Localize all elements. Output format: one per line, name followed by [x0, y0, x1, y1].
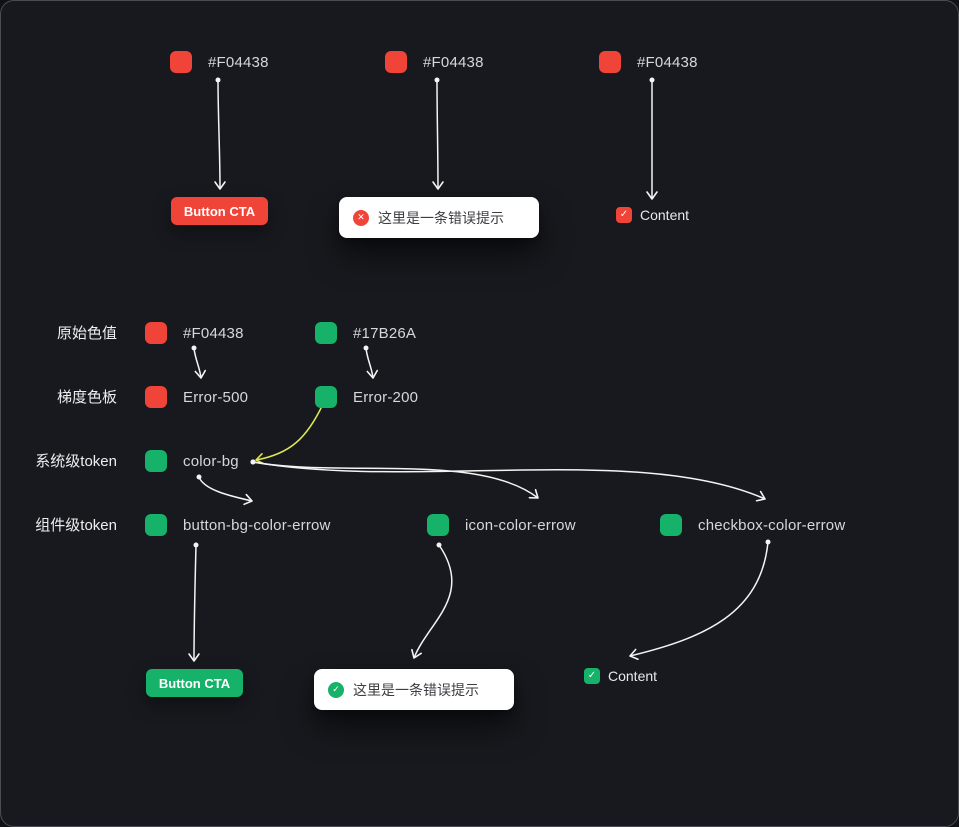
token-name: #17B26A: [353, 324, 417, 342]
checkbox-label: Content: [640, 207, 690, 223]
green-swatch-icon: [145, 514, 167, 536]
token-error-500: Error-500: [145, 386, 248, 408]
toast-message: 这里是一条错误提示: [378, 209, 504, 226]
hex-value: #F04438: [423, 53, 484, 71]
green-swatch-icon: [660, 514, 682, 536]
arrow-hex2-to-toast: [432, 77, 444, 190]
toast-message: 这里是一条错误提示: [353, 681, 479, 698]
arrow-checkbox-token-to-content: [629, 539, 771, 661]
arrow-error200-to-colorbg: [255, 401, 326, 465]
cta-button-label: Button CTA: [183, 203, 256, 219]
cta-button-red[interactable]: Button CTA: [171, 197, 268, 225]
hex-token-2: #F04438: [385, 51, 484, 73]
cta-button-label: Button CTA: [158, 675, 231, 691]
token-error-200: Error-200: [315, 386, 418, 408]
green-swatch-icon: [145, 450, 167, 472]
token-name: #F04438: [183, 324, 244, 342]
token-icon-color-errow: icon-color-errow: [427, 514, 576, 536]
token-name: Error-200: [353, 388, 419, 406]
token-button-bg-color-errow: button-bg-color-errow: [145, 514, 331, 536]
checkbox-check-icon: ✓: [584, 668, 600, 684]
row-label-system-token: 系统级token: [35, 453, 117, 470]
checkbox-label: Content: [608, 668, 658, 684]
error-cross-icon: ✕: [353, 209, 369, 226]
token-name: color-bg: [183, 452, 239, 470]
arrow-icon-token-to-toast: [411, 542, 453, 659]
token-name: checkbox-color-errow: [698, 516, 846, 534]
green-swatch-icon: [427, 514, 449, 536]
content-checkbox-green[interactable]: ✓ Content: [584, 668, 657, 684]
token-name: icon-color-errow: [465, 516, 576, 534]
arrow-hex1-to-button: [214, 77, 226, 190]
arrow-colorbg-to-checkbox-token: [250, 459, 766, 502]
hex-token-3: #F04438: [599, 51, 698, 73]
check-circle-icon: ✓: [328, 681, 344, 698]
green-swatch-icon: [315, 322, 337, 344]
row-label-component-token: 组件级token: [35, 517, 117, 534]
arrow-colorbg-to-button-token: [196, 474, 253, 506]
error-toast-green: ✓ 这里是一条错误提示: [314, 669, 514, 710]
red-swatch-icon: [170, 51, 192, 73]
content-checkbox-red[interactable]: ✓ Content: [616, 207, 689, 223]
cta-button-green[interactable]: Button CTA: [146, 669, 243, 697]
red-swatch-icon: [145, 322, 167, 344]
arrow-button-token-to-button: [188, 542, 200, 662]
green-swatch-icon: [315, 386, 337, 408]
hex-value: #F04438: [637, 53, 698, 71]
arrow-raw-green-to-error200: [363, 345, 379, 379]
hex-value: #F04438: [208, 53, 269, 71]
row-label-raw-color: 原始色值: [56, 325, 117, 342]
checkbox-check-icon: ✓: [616, 207, 632, 223]
red-swatch-icon: [145, 386, 167, 408]
hex-token-1: #F04438: [170, 51, 269, 73]
red-swatch-icon: [599, 51, 621, 73]
token-name: Error-500: [183, 388, 249, 406]
token-name: button-bg-color-errow: [183, 516, 331, 534]
error-toast-red: ✕ 这里是一条错误提示: [339, 197, 539, 238]
token-checkbox-color-errow: checkbox-color-errow: [660, 514, 845, 536]
red-swatch-icon: [385, 51, 407, 73]
arrow-raw-red-to-error500: [191, 345, 207, 379]
row-label-gradient-palette: 梯度色板: [56, 389, 117, 406]
token-color-bg: color-bg: [145, 450, 239, 472]
token-raw-green: #17B26A: [315, 322, 416, 344]
token-raw-red: #F04438: [145, 322, 244, 344]
